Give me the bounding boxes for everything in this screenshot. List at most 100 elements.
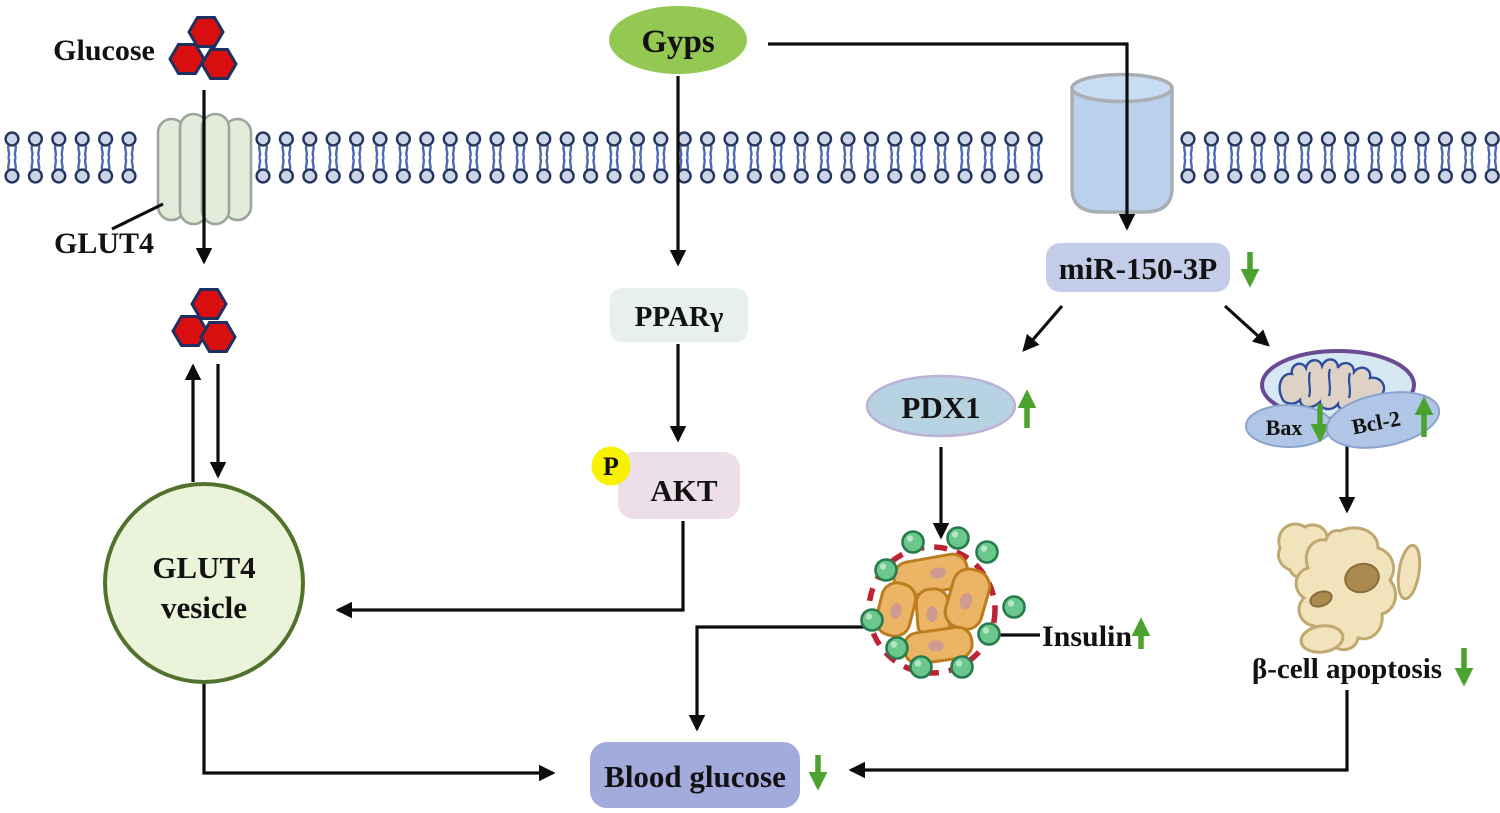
phospholipid-icon (255, 131, 271, 158)
phospholipid-icon (121, 131, 137, 158)
phospholipid-icon (442, 131, 458, 158)
phospholipid-icon (606, 131, 622, 158)
phospholipid-icon (121, 157, 137, 184)
phospholipid-icon (1180, 157, 1196, 184)
phospholipid-icon (699, 157, 716, 184)
bax-node: Bax (1245, 404, 1333, 448)
phospholipid-icon (255, 157, 271, 184)
phospholipid-icon (816, 157, 833, 184)
phospholipid-icon (97, 131, 114, 158)
phospholipid-icon (910, 131, 926, 158)
phospholipid-icon (840, 131, 856, 158)
phospholipid-icon (4, 131, 20, 158)
phospho-icon (591, 446, 631, 486)
insulin-annotation: Insulin (1042, 617, 1151, 653)
phospholipid-icon (278, 157, 294, 184)
phospholipid-icon (489, 157, 505, 184)
glucose-molecules-icon (168, 16, 238, 80)
phospholipid-icon (395, 131, 411, 158)
phospholipid-icon (512, 157, 529, 184)
ppar-gamma-label: PPARγ (635, 301, 724, 333)
phospholipid-icon (97, 157, 114, 184)
phospholipid-icon (1320, 157, 1337, 184)
pdx1-node: PDX1 (865, 374, 1037, 438)
phospholipid-icon (325, 131, 341, 158)
phospholipid-icon (512, 131, 529, 158)
phospholipid-icon (933, 131, 950, 158)
phospholipid-icon (302, 131, 318, 158)
phospholipid-icon (887, 131, 903, 158)
phospholipid-icon (74, 157, 90, 184)
phospholipid-icon (1437, 131, 1454, 158)
phospholipid-icon (442, 157, 458, 184)
phospholipid-icon (1250, 157, 1266, 184)
phospho-label: P (603, 452, 619, 481)
phospholipid-icon (1390, 157, 1407, 184)
phospholipid-icon (840, 157, 856, 184)
phospholipid-icon (863, 131, 880, 158)
phospholipid-icon (419, 157, 435, 184)
phospholipid-icon (1004, 157, 1020, 184)
phospholipid-icon (1367, 131, 1383, 158)
gyps-node: Gyps (609, 6, 747, 74)
phospholipid-icon (27, 157, 44, 184)
phospholipid-icon (629, 131, 646, 158)
pdx1-label: PDX1 (901, 390, 980, 425)
phospholipid-icon (910, 157, 926, 184)
phospholipid-icon (536, 157, 552, 184)
phospholipid-icon (1203, 131, 1220, 158)
phospholipid-icon (629, 157, 646, 184)
phospholipid-icon (1297, 157, 1313, 184)
phospholipid-icon (74, 131, 90, 158)
phospholipid-icon (1414, 131, 1430, 158)
phospholipid-icon (559, 157, 575, 184)
phospholipid-icon (1027, 131, 1043, 158)
phospholipid-icon (489, 131, 505, 158)
glucose-molecules-internal-icon (171, 288, 237, 353)
phospholipid-icon (957, 131, 973, 158)
phospholipid-icon (51, 157, 67, 184)
membrane-transporter-icon (1070, 72, 1174, 214)
arrow-mir-to-mitochondria (1223, 304, 1270, 347)
arrow-mir-to-pdx1 (1022, 304, 1064, 352)
phospholipid-icon (1297, 131, 1313, 158)
phospholipid-icon (1180, 131, 1196, 158)
phospholipid-icon (466, 157, 482, 184)
phospholipid-icon (676, 131, 692, 158)
glut4-vesicle-label-line1: GLUT4 (152, 550, 255, 585)
phospholipid-icon (793, 157, 809, 184)
glut4-channel-icon (156, 112, 253, 226)
arrow-apoptosis-to-blood-glucose (848, 690, 1349, 779)
phospholipid-icon (582, 157, 599, 184)
phospholipid-icon (1227, 157, 1243, 184)
phospholipid-icon (372, 157, 388, 184)
phospholipid-icon (746, 131, 763, 158)
phospholipid-icon (816, 131, 833, 158)
phospholipid-icon (1320, 131, 1337, 158)
phospholipid-icon (1390, 131, 1407, 158)
beta-cell-apoptosis-annotation: β-cell apoptosis (1252, 648, 1474, 687)
arrow-vesicle-to-blood-glucose (202, 682, 556, 782)
phospholipid-icon (1461, 157, 1477, 184)
phospholipid-icon (1344, 131, 1360, 158)
phospholipid-icon (51, 131, 67, 158)
phospholipid-icon (980, 131, 997, 158)
phospholipid-icon (606, 157, 622, 184)
glut4-pointer-line (111, 202, 164, 231)
phospholipid-icon (980, 157, 997, 184)
phospholipid-icon (746, 157, 763, 184)
phospholipid-icon (395, 157, 411, 184)
phospholipid-icon (770, 131, 786, 158)
phospholipid-icon (1367, 157, 1383, 184)
phospholipid-icon (27, 131, 44, 158)
beta-cell-apoptosis-label: β-cell apoptosis (1252, 653, 1442, 685)
phospholipid-icon (4, 157, 20, 184)
phospholipid-icon (419, 131, 435, 158)
phospholipid-icon (1273, 157, 1290, 184)
phospholipid-icon (1203, 157, 1220, 184)
phospholipid-icon (676, 157, 692, 184)
phospholipid-icon (887, 157, 903, 184)
insulin-label: Insulin (1042, 620, 1132, 653)
phospholipid-icon (699, 131, 716, 158)
